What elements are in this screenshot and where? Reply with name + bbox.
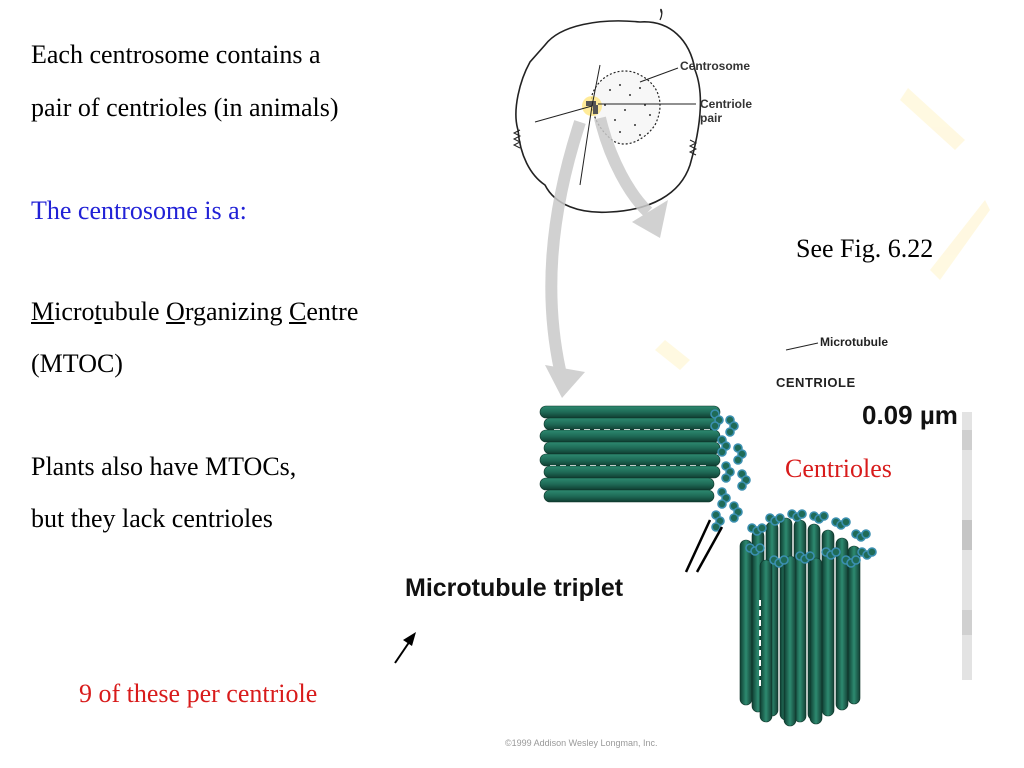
plants-line-1: Plants also have MTOCs, bbox=[31, 451, 296, 483]
cell-outline bbox=[514, 9, 700, 212]
centrosome-label: Centrosome bbox=[680, 59, 750, 73]
microtubule-vertical bbox=[810, 558, 822, 724]
centriole-vertical bbox=[740, 510, 876, 726]
microtubule-horizontal bbox=[544, 490, 714, 502]
mtoc-letter-o: O bbox=[166, 297, 185, 326]
microtubule-horizontal bbox=[540, 454, 720, 466]
triplet-end bbox=[718, 448, 726, 456]
microtubule-horizontal bbox=[544, 442, 720, 454]
arrow-up-right-icon bbox=[395, 632, 416, 663]
centriole-pair-label: Centriole pair bbox=[700, 97, 752, 125]
triplet-end bbox=[722, 474, 730, 482]
microtubule-triplet-label: Microtubule triplet bbox=[405, 574, 623, 603]
mtoc-word-2: rganizing bbox=[185, 297, 289, 326]
nine-per-centriole-label: 9 of these per centriole bbox=[79, 678, 317, 710]
text-line-2: pair of centrioles (in animals) bbox=[31, 92, 339, 124]
triplet-end bbox=[842, 518, 850, 526]
centrosome-is-heading: The centrosome is a: bbox=[31, 195, 247, 227]
triplet-end bbox=[820, 512, 828, 520]
microtubule-vertical bbox=[848, 546, 860, 704]
mtoc-word-3: entre bbox=[306, 297, 358, 326]
triplet-end bbox=[756, 544, 764, 552]
grey-arrow-down bbox=[545, 122, 585, 398]
centrioles-label: Centrioles bbox=[785, 453, 892, 485]
triplet-end bbox=[862, 530, 870, 538]
microtubule-vertical bbox=[760, 560, 772, 722]
plants-line-2: but they lack centrioles bbox=[31, 503, 273, 535]
triplet-end bbox=[798, 510, 806, 518]
microtubule-horizontal bbox=[540, 478, 714, 490]
triplet-end bbox=[806, 552, 814, 560]
triplet-end bbox=[780, 556, 788, 564]
triplet-end bbox=[758, 524, 766, 532]
triplet-end bbox=[776, 514, 784, 522]
centriole-pair-label-line1: Centriole bbox=[700, 97, 752, 111]
triplet-end bbox=[712, 523, 720, 531]
triplet-end bbox=[852, 556, 860, 564]
text-line-1: Each centrosome contains a bbox=[31, 39, 321, 71]
triplet-end bbox=[711, 422, 719, 430]
light-rays bbox=[655, 88, 990, 370]
mtoc-letter-t: t bbox=[95, 297, 102, 326]
mtoc-letter-m: M bbox=[31, 297, 54, 326]
mtoc-word-1: icro bbox=[54, 297, 94, 326]
micrograph-strip bbox=[962, 412, 972, 680]
microtubule-leader-line bbox=[786, 343, 818, 350]
mtoc-expansion: Microtubule Organizing Centre bbox=[31, 296, 358, 328]
triplet-end bbox=[832, 548, 840, 556]
mtoc-letter-c: C bbox=[289, 297, 306, 326]
triplet-end bbox=[718, 500, 726, 508]
see-fig-reference: See Fig. 6.22 bbox=[796, 233, 933, 265]
centriole-pair-label-line2: pair bbox=[700, 111, 752, 125]
centriole-heading: CENTRIOLE bbox=[776, 375, 856, 390]
mtoc-abbrev: (MTOC) bbox=[31, 348, 123, 380]
triplet-end bbox=[734, 456, 742, 464]
microtubule-horizontal bbox=[544, 466, 720, 478]
microtubule-horizontal bbox=[544, 418, 720, 430]
triplet-end bbox=[730, 514, 738, 522]
microtubule-vertical bbox=[740, 540, 752, 705]
scale-label: 0.09 µm bbox=[862, 400, 958, 431]
triplet-end bbox=[726, 428, 734, 436]
copyright-notice: ©1999 Addison Wesley Longman, Inc. bbox=[505, 738, 658, 748]
mtoc-word-1b: ubule bbox=[102, 297, 166, 326]
triplet-end bbox=[868, 548, 876, 556]
centriole-horizontal bbox=[540, 406, 750, 531]
microtubule-horizontal bbox=[540, 406, 720, 418]
triplet-end bbox=[738, 482, 746, 490]
microtubule-label: Microtubule bbox=[820, 335, 888, 349]
microtubule-horizontal bbox=[540, 430, 720, 442]
microtubule-vertical bbox=[784, 556, 796, 726]
